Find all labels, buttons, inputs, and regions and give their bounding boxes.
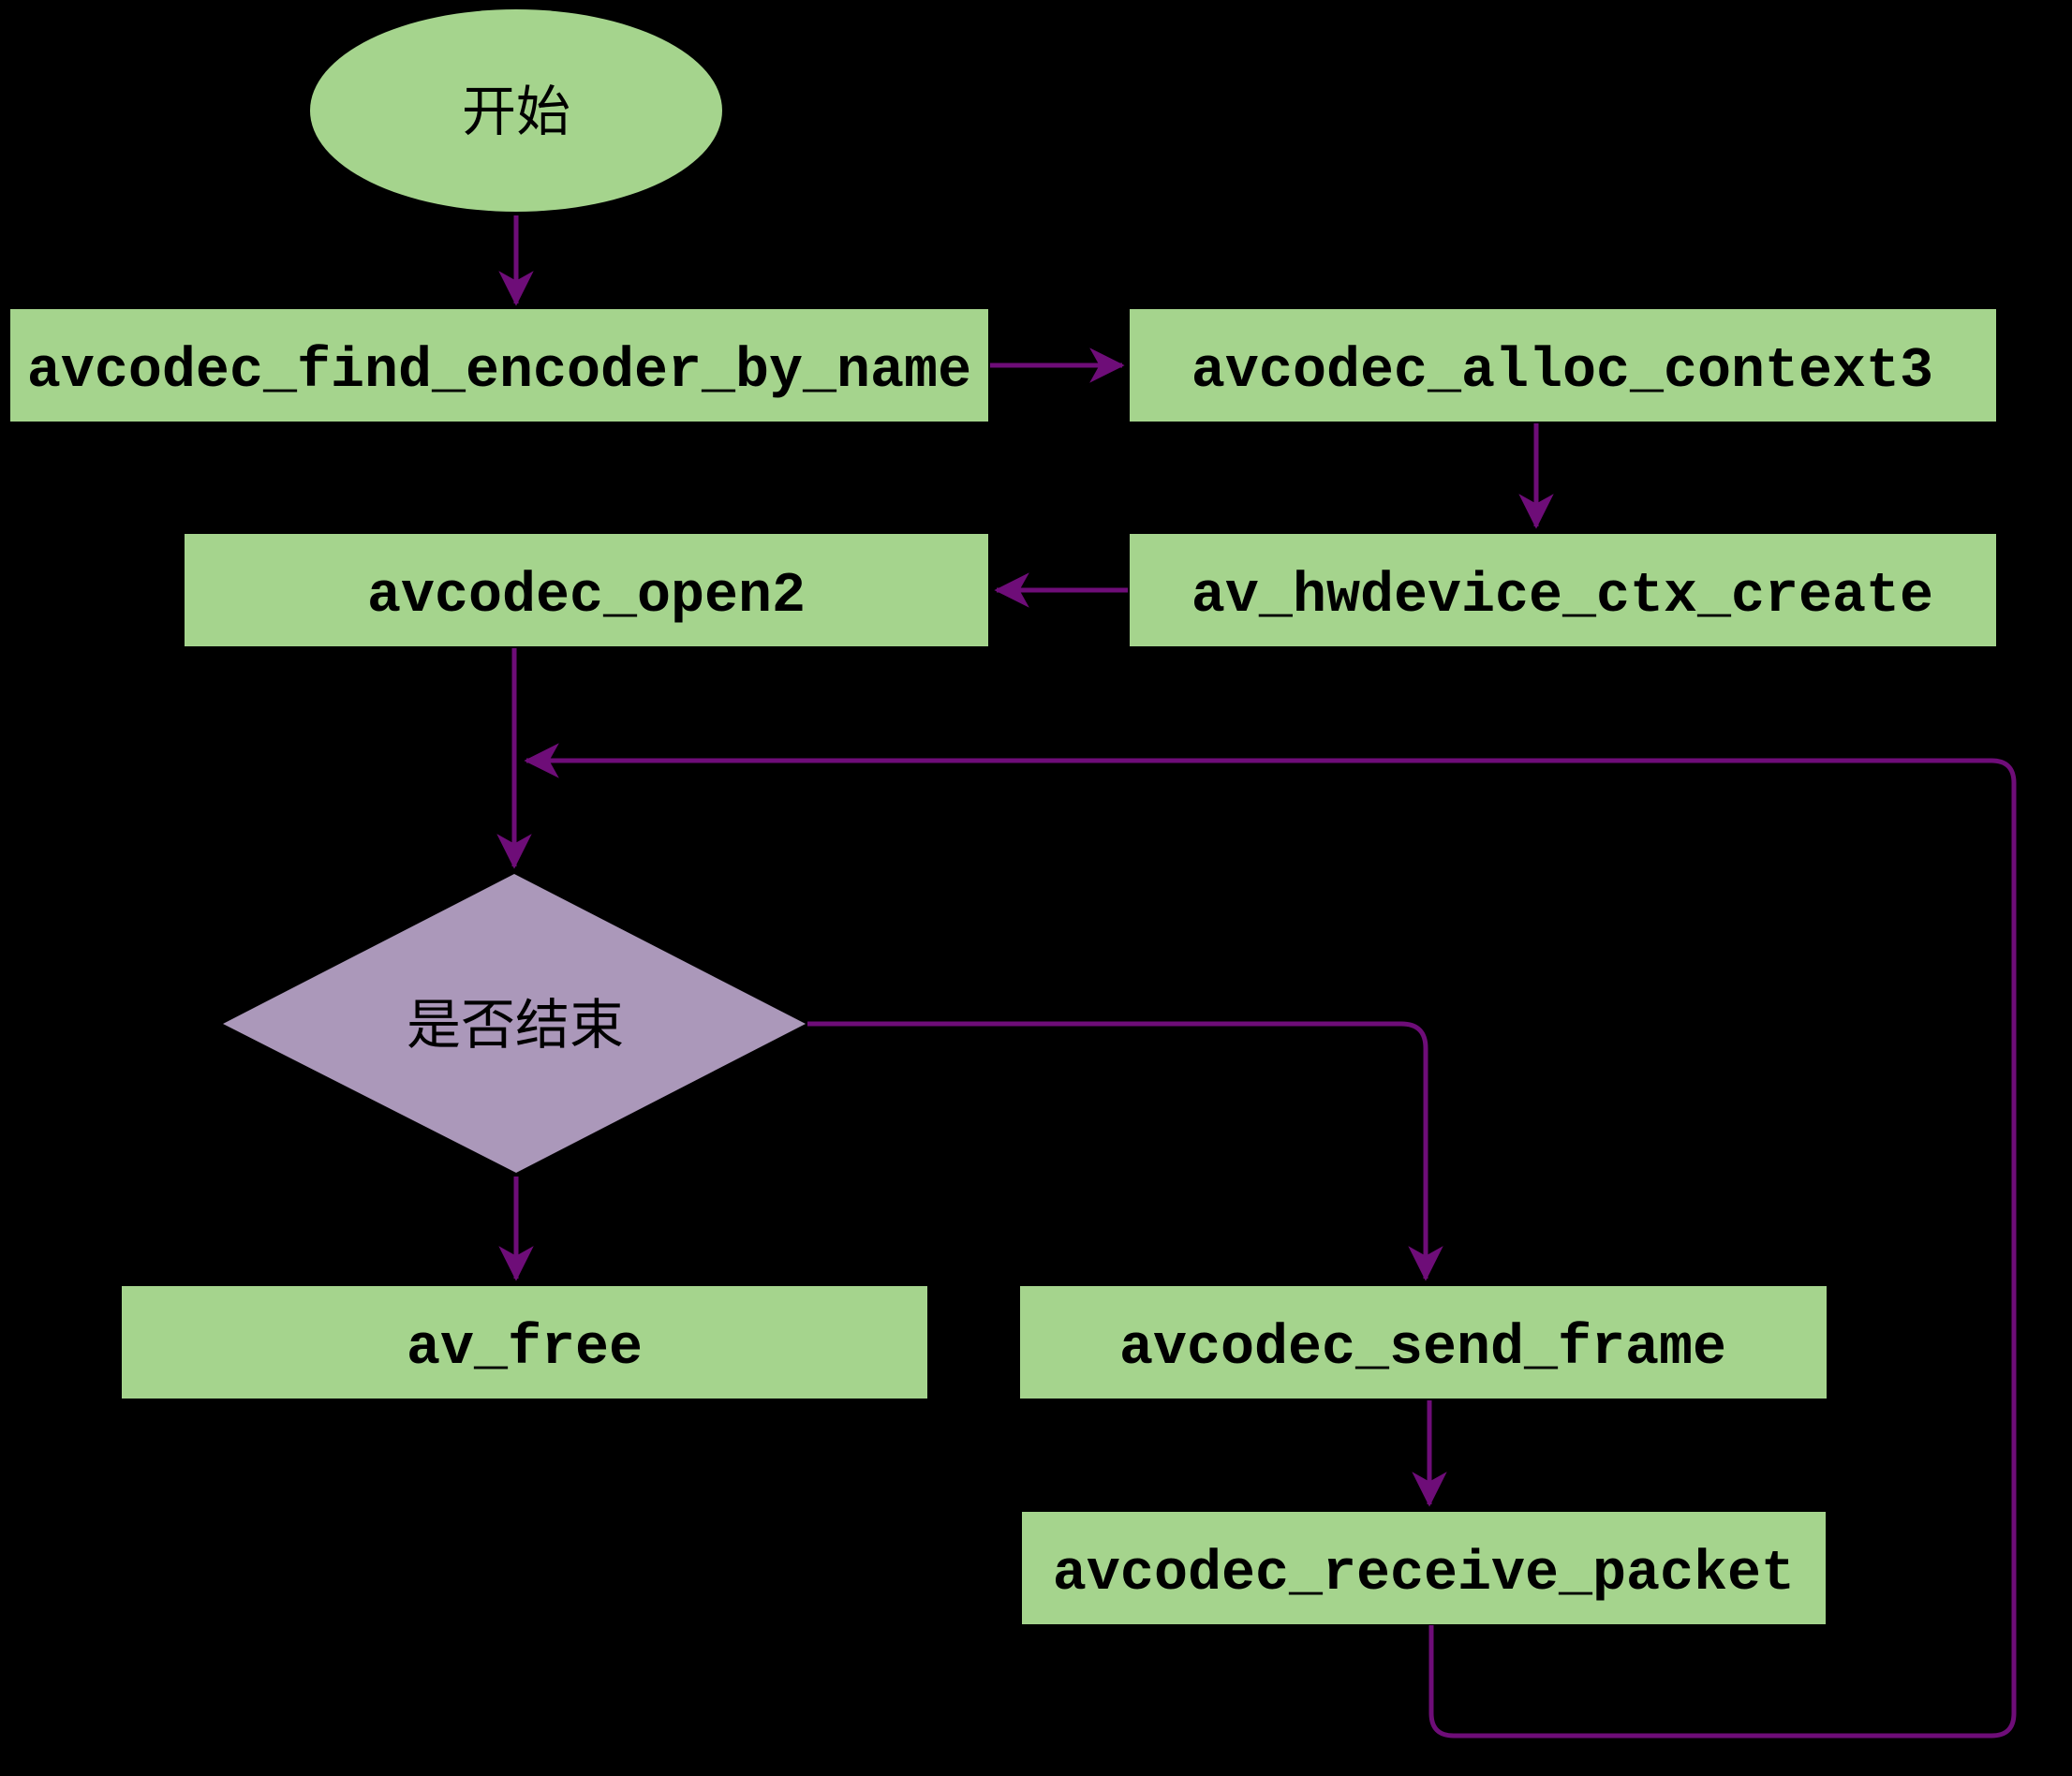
edges-layer (496, 215, 2017, 1739)
hwdevice-create-label: av_hwdevice_ctx_create (1191, 565, 1933, 629)
find-encoder-label: avcodec_find_encoder_by_name (27, 340, 971, 404)
alloc-context-label: avcodec_alloc_context3 (1191, 340, 1933, 404)
free-label: av_free (407, 1317, 643, 1381)
decision-label: 是否结束 (407, 993, 624, 1057)
receive-packet-label: avcodec_receive_packet (1053, 1543, 1795, 1606)
node-start: 开始 (310, 9, 722, 212)
open2-rect (185, 534, 988, 646)
start-label: 开始 (462, 80, 570, 143)
node-hwdevice-create: av_hwdevice_ctx_create (1130, 534, 1996, 646)
node-receive-packet: avcodec_receive_packet (1022, 1512, 1826, 1624)
start-ellipse (310, 9, 722, 212)
receive-packet-rect (1022, 1512, 1826, 1624)
node-open2: avcodec_open2 (185, 534, 988, 646)
open2-label: avcodec_open2 (367, 565, 806, 629)
send-frame-label: avcodec_send_frame (1119, 1317, 1726, 1381)
edge-decision-to-send-frame (807, 1021, 1443, 1281)
find-encoder-rect (10, 309, 988, 422)
nodes-layer: 开始 avcodec_find_encoder_by_name avcodec_… (10, 9, 1996, 1624)
hwdevice-create-rect (1130, 534, 1996, 646)
node-free: av_free (122, 1286, 927, 1399)
node-find-encoder: avcodec_find_encoder_by_name (10, 309, 988, 422)
edge-receive-packet-loopback (524, 743, 2017, 1739)
node-alloc-context: avcodec_alloc_context3 (1130, 309, 1996, 422)
alloc-context-rect (1130, 309, 1996, 422)
node-send-frame: avcodec_send_frame (1020, 1286, 1827, 1399)
send-frame-rect (1020, 1286, 1827, 1399)
decision-diamond (223, 874, 806, 1173)
node-decision: 是否结束 (223, 874, 806, 1173)
free-rect (122, 1286, 927, 1399)
